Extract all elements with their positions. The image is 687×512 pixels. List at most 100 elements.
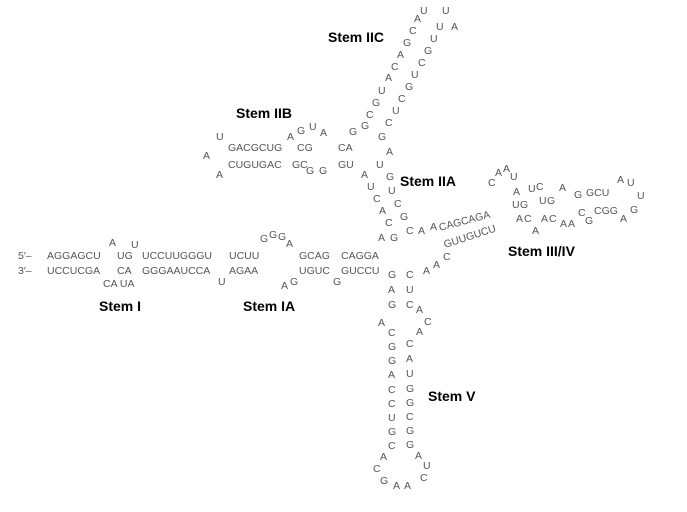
stem-iv-nt: C bbox=[578, 207, 586, 219]
stem-i-top-mid-segment: UCCUUGGGU bbox=[142, 250, 212, 262]
stem-iic-nt: C bbox=[418, 57, 426, 69]
stem-v-nt: A bbox=[416, 326, 423, 338]
stem-v-loop-nt: G bbox=[380, 475, 388, 487]
stem-iib-loop-nt: A bbox=[320, 127, 327, 139]
stem-v-loop-nt: A bbox=[404, 480, 411, 492]
stem-iia-nt: A bbox=[361, 169, 368, 181]
stem-iib-top-segment: GACGCUG bbox=[228, 142, 282, 154]
stem-iv-nt: A bbox=[559, 182, 566, 194]
stem-iv-loop-nt: G bbox=[630, 204, 638, 216]
stem-ia-label: Stem IA bbox=[243, 298, 295, 314]
three-prime-label: 3′– bbox=[18, 265, 32, 277]
stem-v-label: Stem V bbox=[428, 388, 476, 404]
stem-v-nt: A bbox=[388, 284, 395, 296]
stem-iii-nt: A bbox=[532, 225, 539, 237]
stem-iv-nt: G bbox=[585, 215, 593, 227]
stem-iic-nt: U bbox=[392, 105, 400, 117]
stem-iv-nt: A bbox=[560, 218, 567, 230]
stem-v-nt: A bbox=[378, 317, 385, 329]
stem-iic-nt: G bbox=[403, 37, 411, 49]
stem-iii-iv-label: Stem III/IV bbox=[508, 243, 576, 259]
stem-iia-nt: A bbox=[430, 221, 437, 233]
stem-i-top-bulge: UG bbox=[117, 250, 133, 262]
stem-v-nt: G bbox=[406, 383, 414, 395]
stem-iia-strands: A U C A C A G A U G U C G C A A bbox=[361, 146, 437, 244]
stem-v-loop-nt: A bbox=[380, 451, 387, 463]
stem-iv-lower-segment: CGG bbox=[594, 205, 618, 217]
stem-iib-bottom-segment: CUGUGAC bbox=[228, 159, 282, 171]
stem-iv-loop-nt: U bbox=[637, 190, 645, 202]
stem-iia-nt: A bbox=[379, 205, 386, 217]
stem-iii-nt: C bbox=[536, 181, 544, 193]
stem-iv-nt: A bbox=[568, 218, 575, 230]
stem-v-loop-nt: C bbox=[373, 463, 381, 475]
stem-iib-label: Stem IIB bbox=[236, 105, 292, 121]
stem-ia-loop-nt: G bbox=[278, 231, 286, 243]
stem-v-nt: C bbox=[388, 440, 396, 452]
stem-iic-nt: A bbox=[414, 13, 421, 25]
stem-iia-label: Stem IIA bbox=[400, 173, 456, 189]
stem-iib-top-segment-c: CA bbox=[338, 142, 353, 154]
stem-v-nt: C bbox=[388, 384, 396, 396]
stem-v-nt: U bbox=[388, 412, 396, 424]
stem-iii-iv-strands: CAGCAGA GUUGUCU A A C C A A U A U C U G … bbox=[423, 163, 645, 277]
stem-v-nt: C bbox=[406, 411, 414, 423]
stem-iic-nt: C bbox=[385, 117, 393, 129]
stem-iia-nt: A bbox=[386, 146, 393, 158]
stem-v-nt: A bbox=[416, 304, 423, 316]
stem-iv-loop-nt: A bbox=[620, 213, 627, 225]
stem-iic-nt: A bbox=[397, 49, 404, 61]
stem-ia-bottom-segment-b: GUCCU bbox=[341, 265, 380, 277]
stem-iii-nt: A bbox=[495, 167, 502, 179]
stem-v-nt: G bbox=[406, 425, 414, 437]
stem-v-nt: C bbox=[388, 398, 396, 410]
stem-i-bottom-mid-segment: GGGAAUCCA bbox=[142, 265, 210, 277]
stem-v-loop-nt: C bbox=[420, 472, 428, 484]
stem-iv-loop-nt: A bbox=[617, 174, 624, 186]
stem-iib-loop-nt: A bbox=[216, 169, 223, 181]
stem-iii-nt: A bbox=[541, 213, 548, 225]
stem-iii-nt: A bbox=[503, 163, 510, 175]
stem-iia-nt: U bbox=[367, 181, 375, 193]
stem-i-bottom-bulge: CA bbox=[117, 265, 132, 277]
stem-iv-loop-nt: U bbox=[627, 177, 635, 189]
stem-ia-loop-nt: G bbox=[269, 229, 277, 241]
stem-ia-top-segment: GCAG bbox=[299, 250, 330, 262]
stem-v-nt: C bbox=[406, 338, 414, 350]
stem-i-loop-nt: U bbox=[131, 239, 139, 251]
stem-iic-nt: G bbox=[372, 97, 380, 109]
stem-iia-nt: G bbox=[400, 211, 408, 223]
stem-i-label: Stem I bbox=[99, 298, 141, 314]
stem-iia-nt: C bbox=[373, 193, 381, 205]
stem-v-nt: G bbox=[388, 299, 396, 311]
stem-iii-nt: U bbox=[528, 183, 536, 195]
stem-i-loop-bottom: CA UA bbox=[103, 278, 135, 290]
stem-iib-loop-nt: U bbox=[309, 121, 317, 133]
stem-v-nt: C bbox=[424, 316, 432, 328]
stem-iii-nt: G bbox=[520, 199, 528, 211]
stem-v-nt: G bbox=[406, 397, 414, 409]
stem-iii-nt: A bbox=[516, 213, 523, 225]
stem-iic-nt: U bbox=[411, 69, 419, 81]
stem-ia-top-segment-b: CAGGA bbox=[341, 250, 379, 262]
stem-iib-loop-nt: A bbox=[203, 150, 210, 162]
stem-v-nt: C bbox=[406, 299, 414, 311]
stem-v-loop-nt: A bbox=[393, 480, 400, 492]
stem-iic-nt: U bbox=[430, 33, 438, 45]
stem-i-loop-nt: U bbox=[218, 276, 226, 288]
stem-iia-nt: G bbox=[390, 232, 398, 244]
stem-v-nt: G bbox=[388, 341, 396, 353]
stem-iic-nt: C bbox=[409, 25, 417, 37]
stem-iic-nt: U bbox=[378, 85, 386, 97]
stem-iic-nt: G bbox=[378, 131, 386, 143]
stem-v-nt: C bbox=[406, 269, 414, 281]
stem-iic-nt: A bbox=[451, 21, 458, 33]
stem-ia-loop-nt: G bbox=[290, 276, 298, 288]
stem-ia-loop-nt: A bbox=[286, 238, 293, 250]
stem-iv-nt: G bbox=[574, 189, 582, 201]
stem-iic-nt: C bbox=[366, 109, 374, 121]
stem-iic-nt: G bbox=[349, 126, 357, 138]
stem-iia-nt: U bbox=[388, 185, 396, 197]
stem-iib-loop-nt: G bbox=[297, 125, 305, 137]
